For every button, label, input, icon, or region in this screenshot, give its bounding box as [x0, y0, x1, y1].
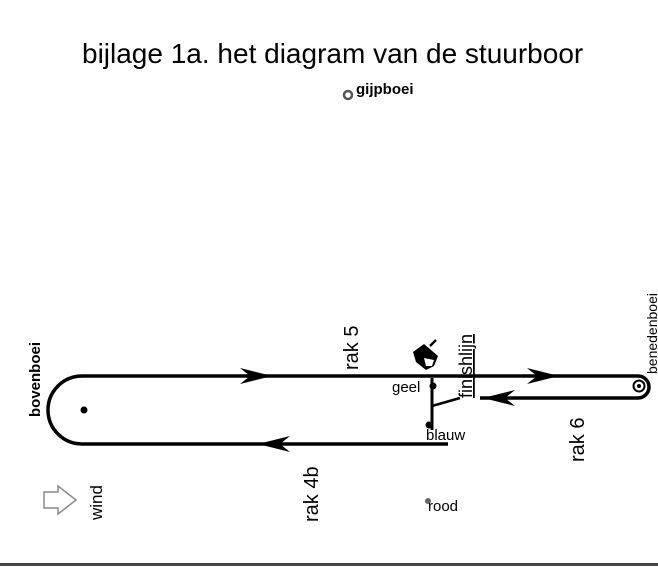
gijpboei-label: gijpboei — [356, 81, 414, 98]
finish-line-segment — [431, 396, 461, 408]
benedenboei-label: benedenboei — [644, 293, 658, 374]
rak5-label: rak 5 — [341, 326, 363, 370]
gijpboei-marker — [342, 89, 354, 101]
rood-marker — [425, 498, 431, 504]
finishlijn-label: finishlijn — [456, 334, 476, 398]
rood-label: rood — [428, 498, 458, 515]
bovenboei-marker — [80, 406, 88, 414]
geel-label: geel — [392, 379, 420, 396]
arrow-rak5-right — [527, 368, 559, 384]
geel-marker — [429, 382, 437, 390]
course-loop — [46, 374, 651, 446]
arrow-rak5-left — [240, 368, 272, 384]
wind-label: wind — [87, 485, 106, 521]
benedenboei-center — [637, 384, 641, 388]
rak4b-label: rak 4b — [301, 466, 323, 522]
blauw-label: blauw — [426, 427, 465, 444]
arrow-rak6 — [483, 390, 515, 406]
rak6-label: rak 6 — [567, 418, 589, 462]
wind-arrow-icon — [43, 484, 78, 516]
arrow-rak4b — [258, 436, 290, 452]
diagram-title: bijlage 1a. het diagram van de stuurboor — [82, 38, 584, 69]
footer-rule — [0, 563, 658, 566]
bovenboei-label: bovenboei — [27, 342, 44, 417]
committee-boat-icon — [413, 339, 438, 370]
blauw-marker — [425, 421, 433, 429]
